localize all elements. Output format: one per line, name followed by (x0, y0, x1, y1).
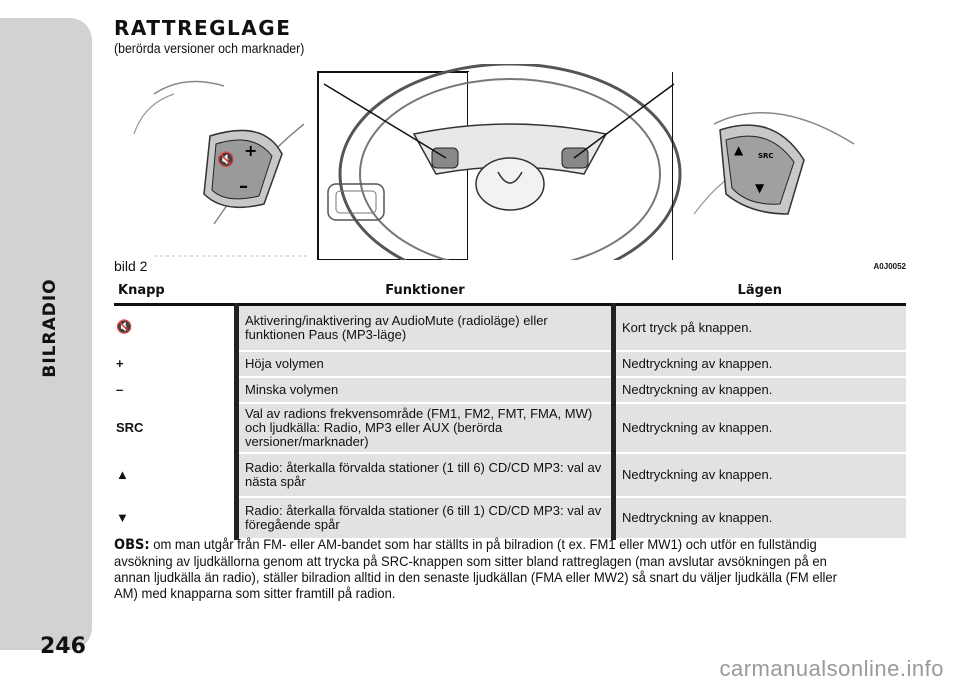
table-row: + Höja volymen Nedtryckning av knappen. (114, 350, 906, 378)
section-label: BILRADIO (40, 278, 60, 378)
row-function: Radio: återkalla förvalda stationer (6 t… (234, 496, 614, 540)
row-key: – (114, 376, 237, 404)
section-tab: BILRADIO (0, 18, 92, 650)
row-function: Minska volymen (234, 376, 614, 404)
watermark: carmanualsonline.info (719, 656, 944, 681)
page-subtitle: (berörda versioner och marknader) (114, 40, 305, 56)
row-function: Aktivering/inaktivering av AudioMute (ra… (234, 304, 614, 352)
note-text: om man utgår från FM- eller AM-bandet so… (114, 536, 837, 601)
row-mode: Nedtryckning av knappen. (611, 496, 906, 540)
page-title: RATTREGLAGE (114, 16, 292, 40)
row-mode: Nedtryckning av knappen. (611, 350, 906, 378)
table-row: 🔇 Aktivering/inaktivering av AudioMute (… (114, 304, 906, 352)
row-mode: Nedtryckning av knappen. (611, 452, 906, 498)
note-label: OBS: (114, 537, 150, 553)
table-row: – Minska volymen Nedtryckning av knappen… (114, 376, 906, 404)
functions-table: Knapp Funktioner Lägen 🔇 Aktivering/inak… (114, 278, 906, 540)
center-wheel-drawing (317, 64, 682, 260)
row-function: Höja volymen (234, 350, 614, 378)
plus-label: + (244, 141, 257, 160)
left-control-pod-drawing: 🔇 + – (133, 80, 305, 225)
page-number: 246 (40, 634, 86, 659)
table-row: SRC Val av radions frekvensområde (FM1, … (114, 402, 906, 454)
row-key: SRC (114, 402, 237, 454)
src-label: SRC (758, 152, 774, 160)
row-mode: Nedtryckning av knappen. (611, 376, 906, 404)
row-function: Val av radions frekvensområde (FM1, FM2,… (234, 402, 614, 454)
row-key: ▲ (114, 452, 237, 498)
mute-icon: 🔇 (217, 151, 234, 168)
table-row: ▲ Radio: återkalla förvalda stationer (1… (114, 452, 906, 498)
row-mode: Kort tryck på knappen. (611, 304, 906, 352)
header-funktioner: Funktioner (236, 278, 614, 306)
right-control-pod-drawing: ▲ ▼ SRC (693, 112, 855, 215)
minus-label: – (239, 176, 248, 197)
row-key: + (114, 350, 237, 378)
mute-icon: 🔇 (116, 320, 133, 336)
steering-wheel-illustration: 🔇 + – ▲ ▼ SRC (133, 64, 855, 260)
figure-label: bild 2 (114, 258, 148, 274)
figure-code: A0J0052 (873, 262, 906, 271)
row-key: ▼ (114, 496, 237, 540)
up-arrow-icon: ▲ (734, 143, 744, 157)
down-arrow-icon: ▼ (755, 181, 765, 195)
row-mode: Nedtryckning av knappen. (611, 402, 906, 454)
header-knapp: Knapp (114, 278, 237, 306)
note-paragraph: OBS: om man utgår från FM- eller AM-band… (114, 536, 858, 601)
table-row: ▼ Radio: återkalla förvalda stationer (6… (114, 496, 906, 540)
row-key: 🔇 (114, 304, 237, 352)
header-lagen: Lägen (613, 278, 906, 306)
row-function: Radio: återkalla förvalda stationer (1 t… (234, 452, 614, 498)
table-header-row: Knapp Funktioner Lägen (114, 278, 906, 306)
